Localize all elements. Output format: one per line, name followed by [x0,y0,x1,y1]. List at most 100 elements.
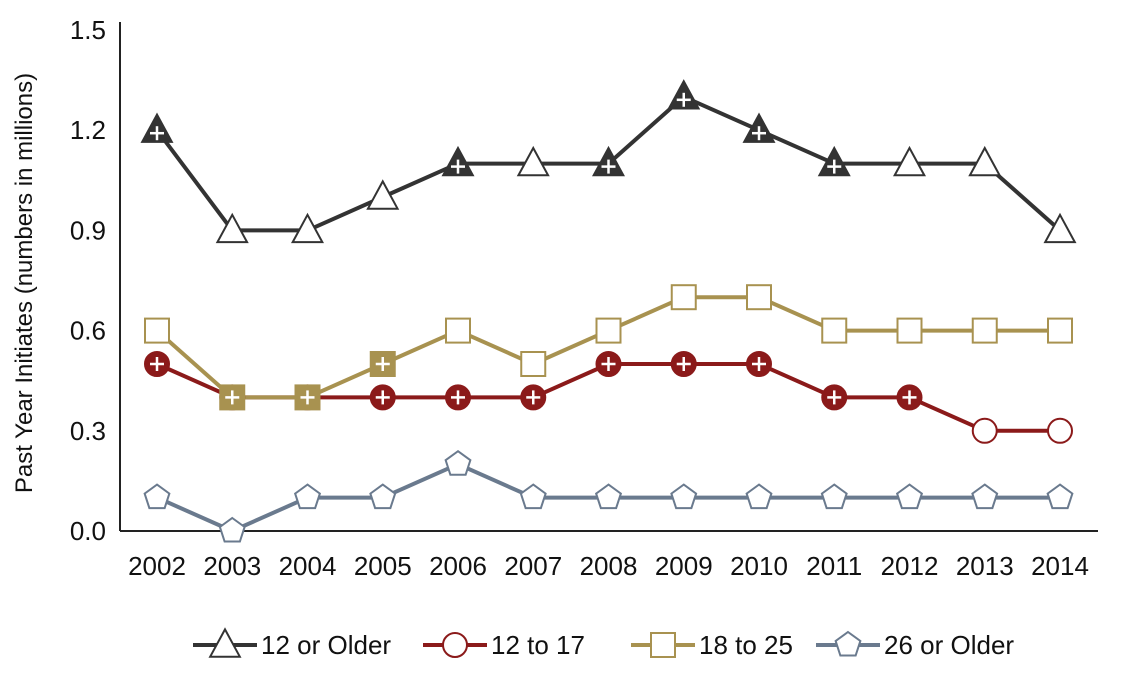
data-point [290,212,325,244]
data-point [667,79,701,110]
significance-plus-icon [451,390,465,405]
pentagon-marker [444,449,472,476]
data-point [971,417,998,444]
data-point [892,145,927,177]
data-point [968,145,1002,177]
data-point [971,483,999,510]
data-point [520,384,547,411]
data-point [746,351,772,377]
y-axis-title: Past Year Initiates (numbers in millions… [11,73,38,493]
legend-item: 18 to 25 [631,630,793,660]
x-tick-label: 2004 [279,551,337,581]
data-point [595,351,622,377]
significance-plus-icon [526,390,541,405]
x-tick-label: 2009 [655,551,713,581]
square-marker [445,317,471,344]
data-point [670,483,698,510]
x-tick-label: 2010 [730,551,788,581]
x-tick-label: 2002 [128,551,186,581]
significance-plus-icon [225,390,240,405]
data-point [144,351,170,377]
legend-label: 18 to 25 [699,630,793,660]
significance-plus-icon [601,357,616,371]
x-tick-label: 2005 [354,551,412,581]
legend-item: 12 or Older [193,627,391,660]
pentagon-marker [670,483,698,510]
data-point [369,351,396,377]
pentagon-marker [1046,483,1074,510]
pentagon-marker [143,483,171,510]
legend-item: 12 to 17 [423,630,585,660]
data-point [746,284,772,311]
data-point [670,284,697,311]
legend: 12 or Older 12 to 17 18 to 25 26 or Older [193,627,1014,660]
legend-pentagon-marker [834,630,862,657]
y-tick-label: 1.2 [70,115,106,145]
square-marker [971,317,998,344]
data-point [520,351,547,377]
square-marker [746,284,772,311]
data-point [366,179,400,210]
data-point [817,145,851,177]
square-marker [219,384,246,411]
pentagon-marker [369,483,397,510]
x-tick-label: 2014 [1031,551,1089,581]
y-tick-label: 0.3 [70,416,106,446]
data-point [144,317,170,344]
triangle-marker [290,212,325,244]
significance-plus-icon [676,92,691,107]
data-point [215,212,249,244]
pentagon-marker [594,483,623,510]
series-markers [140,79,1077,543]
significance-plus-icon [300,390,315,405]
legend-label: 26 or Older [884,630,1014,660]
legend-square-marker [650,632,676,658]
series-line-square [155,295,1060,400]
significance-plus-icon [451,159,465,174]
significance-plus-icon [827,159,842,174]
data-point [1047,417,1073,444]
data-point [1043,212,1077,244]
x-tick-label: 2007 [504,551,562,581]
triangle-marker [968,145,1002,177]
circle-marker [1047,417,1073,444]
square-marker [821,317,848,344]
y-tick-label: 0.6 [70,316,106,346]
data-point [444,449,472,476]
data-point [369,384,396,411]
triangle-marker [215,212,249,244]
legend-triangle-marker [208,627,242,658]
triangle-marker [366,179,400,210]
significance-plus-icon [601,159,616,174]
data-point [591,145,626,177]
square-marker [670,284,697,311]
y-tick-label: 0.9 [70,215,106,245]
data-point [821,384,848,411]
data-point [445,317,471,344]
pentagon-marker [895,483,924,510]
x-tick-label: 2003 [203,551,261,581]
data-point [670,351,697,377]
data-point [218,516,246,543]
legend-circle-marker [442,632,468,658]
square-marker [595,317,622,344]
triangle-marker [892,145,927,177]
x-tick-label: 2012 [881,551,939,581]
x-tick-label: 2006 [429,551,487,581]
significance-plus-icon [375,357,390,371]
significance-plus-icon [375,390,390,405]
data-point [594,483,623,510]
significance-plus-icon [150,357,164,371]
triangle-marker [516,145,550,177]
data-point [742,112,776,143]
significance-plus-icon [150,126,164,141]
legend-label: 12 or Older [261,630,391,660]
circle-marker [971,417,998,444]
data-point [293,483,322,510]
triangle-marker [1043,212,1077,244]
data-point [820,483,848,510]
x-tick-label: 2013 [956,551,1014,581]
